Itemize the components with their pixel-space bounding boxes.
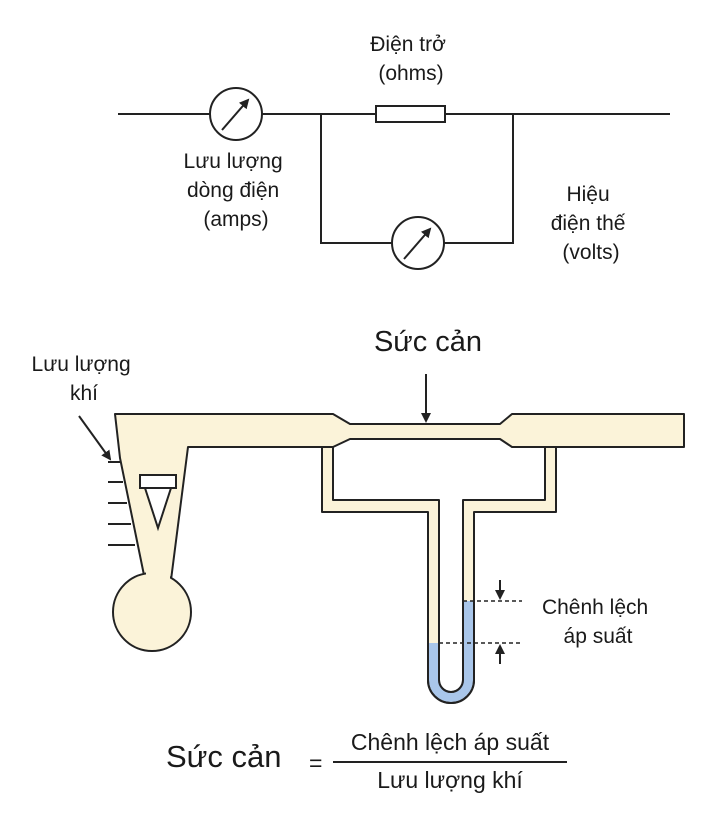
formula-numerator: Chênh lệch áp suất [351,729,550,755]
float-indicator-icon [139,474,177,532]
voltage-label: Hiệu điện thế (volts) [551,183,632,264]
voltmeter-branch-wire [320,114,392,244]
airway-diagram: Sức cản Lưu lượng khí [32,326,685,704]
formula-lhs: Sức cản [166,739,282,774]
ammeter-icon [209,87,263,141]
formula-denominator: Lưu lượng khí [377,767,523,793]
resistor-symbol [375,105,446,123]
pressure-label: Chênh lệch áp suất [542,596,654,648]
flow-tube [114,413,685,581]
formula-equals: = [309,750,322,776]
scale-ticks [108,461,135,546]
manometer-liquid [429,601,473,702]
airflow-arrow [78,415,112,461]
resistance-formula: Sức cản = Chênh lệch áp suất Lưu lượng k… [166,729,567,793]
current-label: Lưu lượng dòng điện (amps) [184,150,289,231]
voltmeter-icon [391,216,445,270]
circuit-diagram: Điện trở (ohms) Lưu lượng dòng điện (amp… [118,33,670,270]
airflow-label: Lưu lượng khí [32,353,137,405]
voltmeter-branch-wire-right [444,114,514,244]
pump-bulb [112,572,192,652]
resistor-label: Điện trở (ohms) [370,33,451,85]
airway-title: Sức cản [374,326,482,358]
